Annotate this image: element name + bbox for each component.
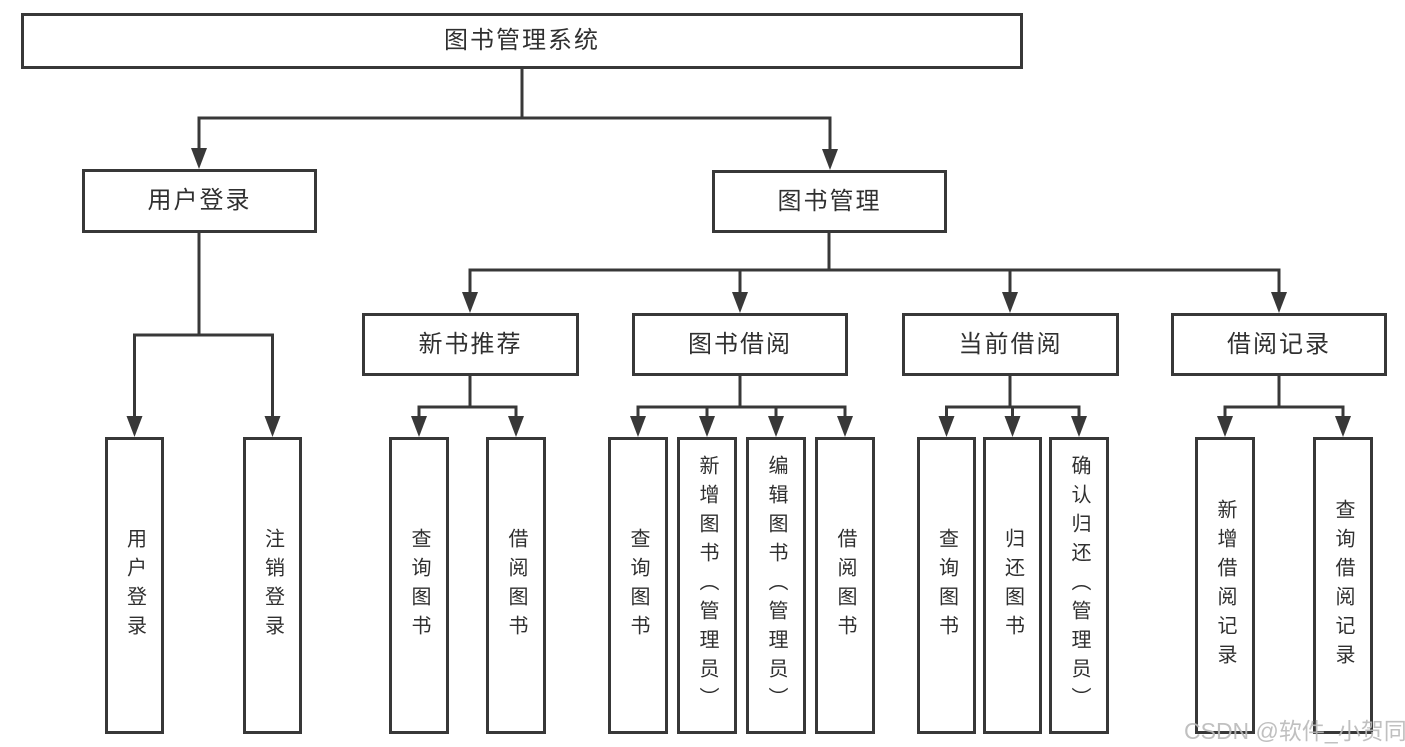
leaf-add-book-admin: 新增图书（管理员） [677,437,737,734]
node-label: 图书管理 [777,187,882,215]
leaf-label: 查询图书 [408,527,430,644]
arrowhead [768,416,784,437]
leaf-label: 查询图书 [627,527,649,644]
connector-currentborrow-to-leaves [945,374,1081,420]
arrowhead [1002,292,1018,313]
arrowhead [630,416,646,437]
node-label: 图书管理系统 [444,27,600,54]
arrowhead [837,416,853,437]
leaf-label: 编辑图书（管理员） [765,455,787,716]
node-borrow-records: 借阅记录 [1171,313,1387,376]
arrowhead [411,416,427,437]
leaf-label: 新增图书（管理员） [696,455,718,716]
leaf-add-borrow-record: 新增借阅记录 [1195,437,1255,734]
connector-bookborrow-to-leaves [636,374,847,420]
arrowhead [191,148,207,169]
leaf-label: 归还图书 [1001,527,1024,644]
leaf-logout: 注销登录 [243,437,302,734]
node-label: 图书借阅 [688,330,792,358]
arrowhead [732,292,748,313]
node-library-management-system: 图书管理系统 [21,13,1023,69]
node-book-management: 图书管理 [712,170,947,233]
arrowhead [126,416,143,437]
connector-newbook-to-leaves [417,374,518,420]
node-user-login: 用户登录 [82,169,317,233]
leaf-user-login: 用户登录 [105,437,164,734]
arrowhead [1071,416,1087,437]
leaf-label: 确认归还（管理员） [1068,455,1090,716]
arrowhead [1271,292,1287,313]
node-label: 用户登录 [147,187,252,214]
leaf-query-books-current: 查询图书 [917,437,976,734]
leaf-label: 查询图书 [935,527,958,644]
leaf-label: 用户登录 [123,527,146,644]
connector-root-to-level2 [197,67,832,152]
node-label: 新书推荐 [418,330,523,358]
arrowhead [462,292,478,313]
leaf-label: 借阅图书 [834,527,856,644]
arrowhead [1335,416,1351,437]
arrowhead [938,416,955,437]
leaf-label: 注销登录 [261,527,284,644]
arrowhead [508,416,524,437]
arrowhead [699,416,715,437]
leaf-label: 新增借阅记录 [1214,498,1236,673]
node-new-book-recommend: 新书推荐 [362,313,579,376]
arrowhead [1004,416,1021,437]
arrowhead [1217,416,1233,437]
node-current-borrow: 当前借阅 [902,313,1119,376]
arrowhead [822,149,838,170]
leaf-label: 借阅图书 [505,527,527,644]
leaf-return-book: 归还图书 [983,437,1042,734]
leaf-label: 查询借阅记录 [1332,498,1354,673]
leaf-query-books-recommend: 查询图书 [389,437,449,734]
node-label: 当前借阅 [958,330,1063,358]
leaf-confirm-return-admin: 确认归还（管理员） [1049,437,1109,734]
arrowhead [264,416,281,437]
leaf-borrow-books: 借阅图书 [815,437,875,734]
watermark: CSDN @软件_小贺同学 [1184,718,1405,744]
leaf-borrow-books-recommend: 借阅图书 [486,437,546,734]
node-book-borrow: 图书借阅 [632,313,848,376]
connector-userlogin-to-leaves [133,231,274,420]
node-label: 借阅记录 [1227,330,1331,358]
leaf-query-books-borrow: 查询图书 [608,437,668,734]
leaf-edit-book-admin: 编辑图书（管理员） [746,437,806,734]
leaf-query-borrow-record: 查询借阅记录 [1313,437,1373,734]
connector-bookmgmt-to-groups [468,231,1281,296]
connector-records-to-leaves [1223,374,1345,420]
